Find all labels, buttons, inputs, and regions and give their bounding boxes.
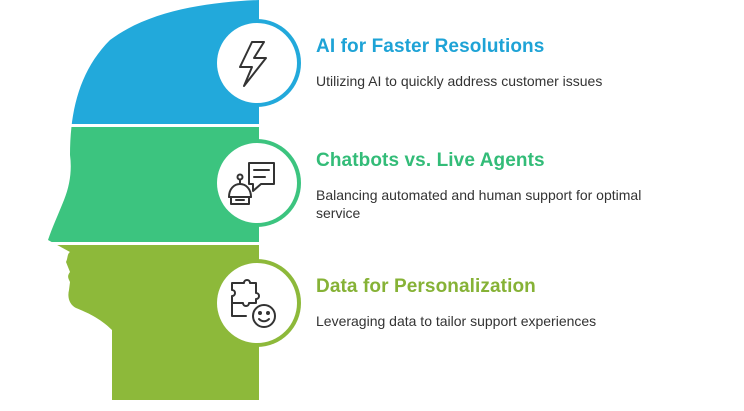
lightning-bolt-icon xyxy=(239,41,267,87)
item-description: Utilizing AI to quickly address customer… xyxy=(316,73,603,89)
item-description: Balancing automated and human support fo… xyxy=(316,187,642,221)
chatbot-speech-icon xyxy=(228,162,275,205)
item-ai-faster-resolutions: AI for Faster Resolutions Utilizing AI t… xyxy=(316,36,716,90)
item-description: Leveraging data to tailor support experi… xyxy=(316,313,597,329)
icon-badge-top xyxy=(213,19,301,107)
item-title: Data for Personalization xyxy=(316,276,536,297)
item-data-for-personalization: Data for Personalization Leveraging data… xyxy=(316,276,716,330)
item-chatbots-vs-live-agents: Chatbots vs. Live Agents Balancing autom… xyxy=(316,150,716,222)
icon-badge-bottom xyxy=(213,259,301,347)
item-title: Chatbots vs. Live Agents xyxy=(316,150,545,171)
puzzle-face-icon xyxy=(231,279,276,328)
item-title: AI for Faster Resolutions xyxy=(316,36,545,57)
icon-badge-middle xyxy=(213,139,301,227)
